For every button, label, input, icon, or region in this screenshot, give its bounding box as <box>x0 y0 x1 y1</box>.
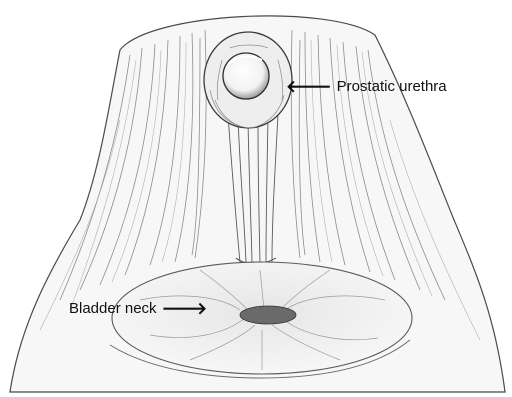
bladder-neck-label: Bladder neck 🡒 <box>69 300 207 317</box>
urethral-lumen <box>223 53 269 99</box>
bladder-neck-text: Bladder neck <box>69 300 157 317</box>
left-arrow-icon: 🡐 <box>286 78 332 95</box>
right-arrow-icon: 🡒 <box>162 300 208 317</box>
prostatic-urethra-label: 🡐 Prostatic urethra <box>286 78 447 95</box>
prostatic-urethra-text: Prostatic urethra <box>337 78 447 95</box>
bladder-neck-opening <box>240 306 296 324</box>
